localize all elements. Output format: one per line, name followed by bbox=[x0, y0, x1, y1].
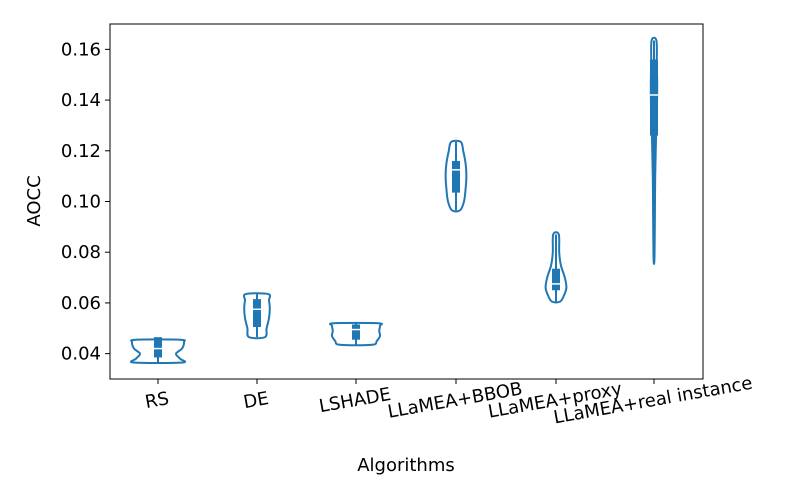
plot-background bbox=[110, 24, 703, 379]
violin-iqr-box bbox=[253, 299, 261, 328]
y-tick-label: 0.06 bbox=[61, 293, 101, 314]
violin-iqr-box bbox=[452, 160, 460, 193]
violin-iqr-box bbox=[352, 324, 360, 340]
violin-body bbox=[329, 321, 383, 347]
y-tick-label: 0.08 bbox=[61, 242, 101, 263]
y-tick-label: 0.04 bbox=[61, 344, 101, 365]
violin-body bbox=[649, 36, 659, 265]
violin-body bbox=[444, 139, 468, 213]
x-axis-title: Algorithms bbox=[357, 455, 455, 476]
x-tick-label: LSHADE bbox=[317, 384, 392, 417]
x-tick-label: DE bbox=[242, 388, 270, 413]
y-tick-label: 0.10 bbox=[61, 192, 101, 213]
y-tick-label: 0.12 bbox=[61, 141, 101, 162]
violin-iqr-box bbox=[650, 59, 658, 136]
violin-body bbox=[242, 292, 272, 340]
violin-body bbox=[544, 231, 568, 304]
violins-layer bbox=[129, 36, 659, 364]
y-tick-label: 0.14 bbox=[61, 90, 101, 111]
y-tick-label: 0.16 bbox=[61, 39, 101, 60]
y-axis: 0.04 0.06 0.08 0.10 0.12 0.14 0.16 bbox=[61, 39, 110, 365]
plot-frame bbox=[109, 23, 704, 380]
x-tick-label: RS bbox=[143, 388, 170, 413]
y-axis-title: AOCC bbox=[24, 175, 45, 226]
violin-iqr-box bbox=[552, 268, 560, 291]
violin-body bbox=[129, 338, 187, 364]
violin-iqr-box bbox=[154, 337, 162, 358]
